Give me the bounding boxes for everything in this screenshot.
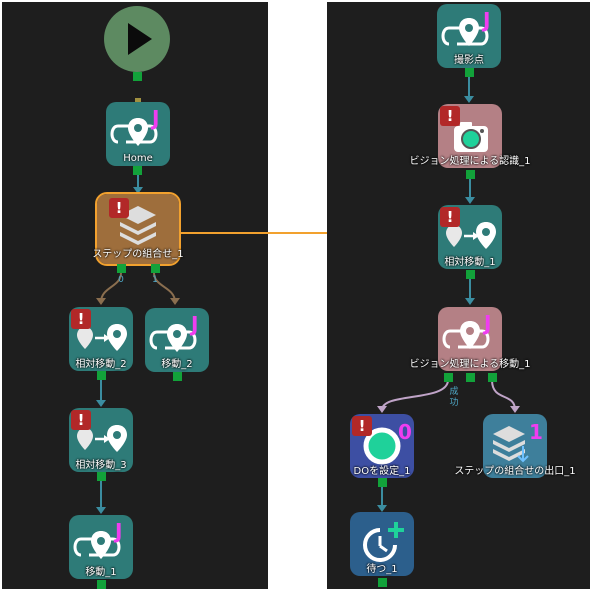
error-badge: ! [71,410,91,430]
layers-exit-icon [493,426,529,463]
waypoint-icon [442,321,490,349]
do-value-mark: 0 [398,420,412,444]
node-move-2[interactable]: J 移動_2 [145,308,209,372]
layers-icon [120,206,156,245]
capture-point-output-port[interactable] [465,68,474,77]
node-compound-step-1-label: ステップの組合せ_1 [92,249,184,260]
relative-move-2-output-port[interactable] [97,371,106,380]
joint-mode-mark: J [115,519,123,543]
exit-index-mark: 1 [529,420,543,444]
node-home[interactable]: J Home [106,102,170,166]
node-relative-move-2[interactable]: ! 相対移動_2 [69,307,133,371]
waypoint-icon [110,118,158,146]
node-set-do-1-label: DOを設定_1 [353,466,411,477]
node-vision-recognition-1[interactable]: ! ビジョン処理による認識_1 [409,104,531,168]
node-vision-move-1[interactable]: J ビジョン処理による移動_1 [409,307,531,371]
node-relative-move-2-label: 相対移動_2 [75,359,127,370]
relative-move-1-output-port[interactable] [466,270,475,279]
node-wait-1-label: 待つ_1 [366,564,398,575]
start-node[interactable] [104,6,170,72]
play-icon [128,23,152,55]
node-move-1[interactable]: J 移動_1 [69,515,133,579]
waypoint-icon [441,18,489,46]
node-home-label: Home [123,153,153,164]
node-capture-point[interactable]: J 撮影点 [437,4,501,68]
node-wait-1[interactable]: 待つ_1 [350,512,414,576]
compound-output-port-0[interactable] [117,264,126,273]
digital-output-icon [363,427,401,465]
node-relative-move-1[interactable]: ! 相対移動_1 [438,205,502,269]
relative-move-icon [446,222,496,249]
start-output-port[interactable] [133,72,142,81]
node-vision-recognition-1-label: ビジョン処理による認識_1 [409,156,531,167]
node-vision-move-1-label: ビジョン処理による移動_1 [409,359,531,370]
node-set-do-1[interactable]: ! 0 DOを設定_1 [350,414,414,478]
error-badge: ! [352,416,372,436]
right-flow-panel: J 撮影点 ! ビジョン処理による認識_1 ! 相対移動_1 [327,2,590,589]
left-flow-wires [96,172,180,514]
left-flow-panel: J Home ! ステップの組合せ_1 0 1 ! 相対移動_2 [2,2,268,589]
relative-move-3-output-port[interactable] [97,472,106,481]
port-success-label: 成功 [449,387,459,408]
error-badge: ! [109,198,129,218]
error-badge: ! [71,309,91,329]
compound-output-port-1[interactable] [151,264,160,273]
set-do-output-port[interactable] [378,478,387,487]
node-compound-step-1[interactable]: ! ステップの組合せ_1 [92,192,184,266]
node-move-1-label: 移動_1 [85,567,117,578]
node-relative-move-3-label: 相対移動_3 [75,460,127,471]
move-1-output-port[interactable] [97,580,106,589]
right-flow-wires [377,74,520,512]
wait-output-port[interactable] [378,578,387,587]
node-relative-move-3[interactable]: ! 相対移動_3 [69,408,133,472]
clock-plus-icon [363,522,404,562]
error-badge: ! [440,207,460,227]
node-capture-point-label: 撮影点 [454,55,484,66]
vision-move-output-port-success[interactable] [444,373,453,382]
node-compound-exit-1[interactable]: 1 ステップの組合せの出口_1 [454,414,576,478]
joint-mode-mark: J [484,311,492,335]
camera-icon [454,122,488,152]
node-relative-move-1-label: 相対移動_1 [444,257,496,268]
joint-mode-mark: J [191,312,199,336]
joint-mode-mark: J [483,8,491,32]
port-0-label: 0 [118,275,124,285]
vision-move-output-port-3[interactable] [488,373,497,382]
port-1-label: 1 [152,275,158,285]
error-badge: ! [440,106,460,126]
node-compound-exit-1-label: ステップの組合せの出口_1 [454,466,576,477]
relative-move-icon [77,324,127,351]
relative-move-icon [77,425,127,452]
vision-move-output-port-2[interactable] [466,373,475,382]
waypoint-icon [149,324,197,352]
vision-recognition-output-port[interactable] [466,170,475,179]
waypoint-icon [73,531,121,559]
node-move-2-label: 移動_2 [161,359,193,370]
home-input-port[interactable] [135,98,141,102]
joint-mode-mark: J [152,106,160,130]
move-2-output-port[interactable] [173,372,182,381]
home-output-port[interactable] [133,166,142,175]
